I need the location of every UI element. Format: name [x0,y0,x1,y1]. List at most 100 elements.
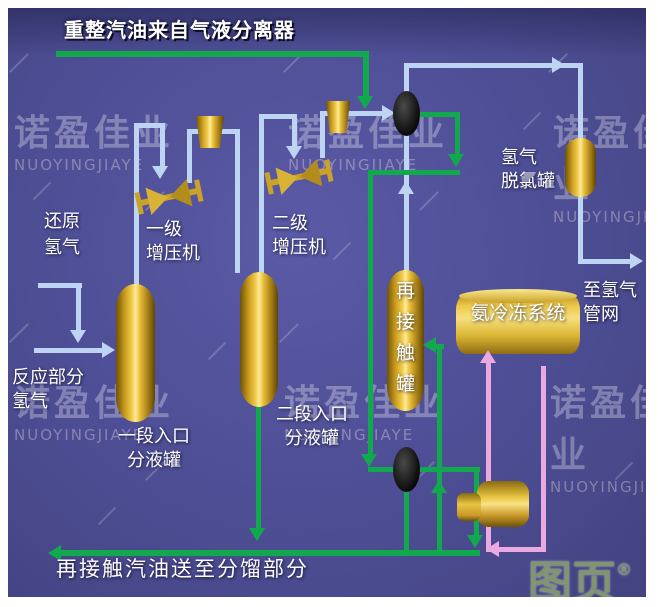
stage1-inlet-knockout-drum [116,284,155,422]
watermark-slash [97,506,117,526]
recontact-vapor-pipe [404,131,409,272]
arrow-up-icon [431,480,447,493]
photo-frame-top [0,0,658,8]
watermark-en: NUOYINGJIAYE [550,478,658,496]
arrow-down-icon [70,330,86,343]
comp1-outlet-pipe-h [187,129,205,134]
watermark-en: NUOYINGJIAYE [14,426,145,444]
reaction-h2-pipe [34,348,104,353]
refrigerant-supply-pipe-h [498,547,546,552]
photo-frame-left [0,0,8,607]
mixer1-top-pipe [404,63,409,94]
cooler1-outlet-pipe-h [220,129,240,134]
mixer1-outlet-pipe-h [420,112,460,117]
stage1-booster-compressor [134,171,204,223]
stage2-inlet-knockout-drum [240,272,278,407]
reformate-feed-pipe-h [56,51,368,57]
comp2-inlet-pipe [292,114,297,148]
arrow-right-icon [552,57,565,73]
compressor-blade [167,178,193,211]
arrow-left-icon [48,545,61,561]
interstage-cooler-2 [326,101,350,133]
interstage-cooler-1 [196,116,224,148]
label-stage1-compressor: 一级 增压机 [146,219,200,264]
watermark-slash [522,111,542,131]
arrow-down-icon [448,154,464,167]
drum2-bottoms-pipe [256,404,261,530]
mixer2-bottom-pipe [404,488,409,552]
label-stage1-drum: 一段入口 分液罐 [118,426,190,471]
label-ammonia-chiller: 氨冷冻系统 [470,302,566,324]
recontact-tank-vessel [387,270,424,411]
comp2-outlet-pipe-v [320,111,325,158]
watermark-slash [332,241,352,261]
compressor-blade [275,163,301,196]
arrow-right-icon [382,105,395,121]
refrigerant-supply-pipe-v [541,366,546,550]
label-reduction-hydrogen: 还原 氢气 [44,211,80,258]
recontact-feed-pipe-v [437,344,442,552]
label-to-h2-network: 至氢气 管网 [583,280,637,325]
recontact-gasoline-pipe [60,550,480,556]
registered-mark-icon: ® [616,560,632,579]
watermark-cn: 诺盈佳业 [550,383,658,476]
compressor-blade [297,158,323,191]
drum2-outlet-pipe-h [259,114,297,119]
mixer1-h2-inlet-pipe [345,111,385,116]
arrow-down-icon [249,528,265,541]
dechlor-inlet-pipe [578,63,583,140]
arrow-down-icon [467,535,483,548]
reduction-h2-pipe-v [76,283,81,332]
watermark-en: NUOYINGJIAYE [14,156,145,174]
label-stage2-drum: 二段入口 分液罐 [276,404,348,449]
arrow-right-icon [630,253,643,269]
dechlor-outlet-pipe [578,196,583,264]
drum1-outlet-pipe-h [134,123,165,128]
downcomer-pipe-v [368,170,373,454]
stage2-booster-compressor [264,151,334,203]
refrigerant-pump-inlet [457,493,481,521]
photo-frame-right [646,0,658,607]
watermark-slash [32,181,52,201]
watermark-en: NUOYINGJIAYE [284,426,415,444]
arrow-down-icon [361,454,377,467]
photo-frame-bottom [0,597,658,607]
mixer2-pipe-h [368,467,480,472]
watermark-en: NUOYINGJIAYE [553,208,658,226]
label-bottom-stream: 再接触汽油送至分馏部分 [56,557,309,581]
comp1-outlet-pipe-v [187,129,192,183]
refrigerant-return-pipe [486,362,491,552]
reduction-h2-pipe-h [38,283,82,288]
watermark: 诺盈佳业 NUOYINGJIAYE [14,104,174,174]
h2-dechlorination-tank [565,138,596,197]
arrow-up-icon [398,181,414,194]
drum2-inlet-pipe [235,129,240,273]
arrow-left-icon [486,541,499,557]
watermark: 诺盈佳业 NUOYINGJIAYE [550,374,658,496]
arrow-down-icon [286,146,302,159]
dechlor-feed-pipe-h [404,63,583,68]
label-dechlorination-tank: 氢气 脱氯罐 [501,147,555,192]
mixing-node-2 [393,447,420,492]
h2-network-pipe [578,259,632,264]
compressor-blade [145,183,171,216]
label-stage2-compressor: 二级 增压机 [272,213,326,258]
drum2-outlet-pipe-v [259,114,264,273]
recontact-feed-pipe-h [434,344,444,349]
mixing-node-1 [393,91,420,136]
watermark-cn: 诺盈佳业 [14,113,175,154]
arrow-left-icon [423,337,436,353]
refrigerant-pump [477,481,529,527]
label-recontact-tank: 再 接 触 罐 [395,280,415,395]
arrow-down-icon [152,166,168,179]
label-reaction-hydrogen: 反应部分 氢气 [12,367,84,412]
reformate-feed-pipe-v [363,51,369,98]
arrow-down-icon [357,96,373,109]
arrow-right-icon [102,342,115,358]
watermark-slash [207,341,227,361]
downcomer-pipe-h [368,170,460,175]
mixer1-outlet-pipe-v [455,112,460,156]
compressor-cap [194,179,204,202]
